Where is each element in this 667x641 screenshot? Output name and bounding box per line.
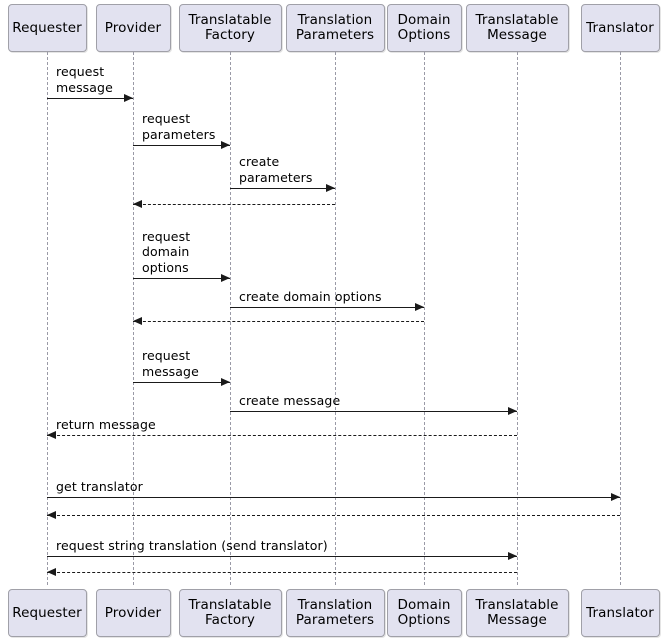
arrowhead-m12 [47, 511, 56, 519]
message-line-m8 [133, 382, 230, 383]
participant-provider-bottom[interactable]: Provider [95, 589, 171, 637]
lifeline-translation-parameters [335, 52, 336, 585]
participant-domain-options-top[interactable]: Domain Options [386, 4, 462, 52]
participant-requester-bottom[interactable]: Requester [7, 589, 87, 637]
participant-label: Translator [586, 604, 654, 621]
participant-domain-options-bottom[interactable]: Domain Options [386, 589, 462, 637]
lifeline-translatable-factory [230, 52, 231, 585]
participant-label: Domain Options [397, 597, 451, 628]
lifeline-domain-options [424, 52, 425, 585]
participant-label: Translatable Message [475, 597, 559, 628]
participant-label: Requester [12, 19, 82, 36]
message-line-m3 [230, 188, 335, 189]
message-line-m1 [47, 98, 133, 99]
arrowhead-m7 [133, 317, 142, 325]
message-label-m5: request domain options [142, 228, 191, 275]
participant-label: Translator [586, 19, 654, 36]
arrowhead-m11 [611, 493, 620, 501]
arrowhead-m5 [221, 274, 230, 282]
participant-translation-parameters-bottom[interactable]: Translation Parameters [285, 589, 385, 637]
participant-translatable-message-bottom[interactable]: Translatable Message [465, 589, 569, 637]
participant-label: Translatable Factory [188, 12, 272, 43]
message-label-m2: request parameters [142, 111, 216, 142]
message-label-m10: return message [56, 416, 156, 432]
participant-translatable-factory-bottom[interactable]: Translatable Factory [178, 589, 282, 637]
message-line-m12 [47, 515, 620, 516]
message-line-m11 [47, 497, 620, 498]
arrowhead-m6 [415, 303, 424, 311]
participant-label: Domain Options [397, 12, 451, 43]
participant-label: Translation Parameters [295, 597, 375, 628]
participant-label: Translation Parameters [295, 12, 375, 43]
arrowhead-m1 [124, 94, 133, 102]
message-label-m1: request message [56, 64, 113, 95]
message-label-m3: create parameters [239, 154, 313, 185]
participant-label: Translatable Factory [188, 597, 272, 628]
message-line-m5 [133, 278, 230, 279]
lifeline-translatable-message [517, 52, 518, 585]
arrowhead-m10 [47, 431, 56, 439]
participant-label: Provider [104, 19, 162, 36]
participant-requester-top[interactable]: Requester [7, 4, 87, 52]
participant-label: Requester [12, 604, 82, 621]
message-line-m10 [47, 435, 517, 436]
arrowhead-m4 [133, 200, 142, 208]
arrowhead-m9 [508, 407, 517, 415]
participant-translatable-message-top[interactable]: Translatable Message [465, 4, 569, 52]
message-label-m6: create domain options [239, 288, 382, 304]
message-label-m9: create message [239, 392, 341, 408]
arrowhead-m8 [221, 378, 230, 386]
arrowhead-m14 [47, 568, 56, 576]
arrowhead-m2 [221, 141, 230, 149]
message-label-m11: get translator [56, 478, 143, 494]
participant-label: Translatable Message [475, 12, 559, 43]
arrowhead-m13 [508, 552, 517, 560]
participant-provider-top[interactable]: Provider [95, 4, 171, 52]
participant-translator-top[interactable]: Translator [580, 4, 660, 52]
lifeline-requester [47, 52, 48, 585]
message-line-m14 [47, 572, 517, 573]
participant-translator-bottom[interactable]: Translator [580, 589, 660, 637]
message-line-m6 [230, 307, 424, 308]
participant-label: Provider [104, 604, 162, 621]
message-line-m4 [133, 204, 335, 205]
message-line-m13 [47, 556, 517, 557]
message-line-m2 [133, 145, 230, 146]
lifeline-translator [620, 52, 621, 585]
message-label-m13: request string translation (send transla… [56, 537, 328, 553]
participant-translatable-factory-top[interactable]: Translatable Factory [178, 4, 282, 52]
participant-translation-parameters-top[interactable]: Translation Parameters [285, 4, 385, 52]
arrowhead-m3 [326, 184, 335, 192]
message-line-m7 [133, 321, 424, 322]
message-label-m8: request message [142, 348, 199, 379]
message-line-m9 [230, 411, 517, 412]
